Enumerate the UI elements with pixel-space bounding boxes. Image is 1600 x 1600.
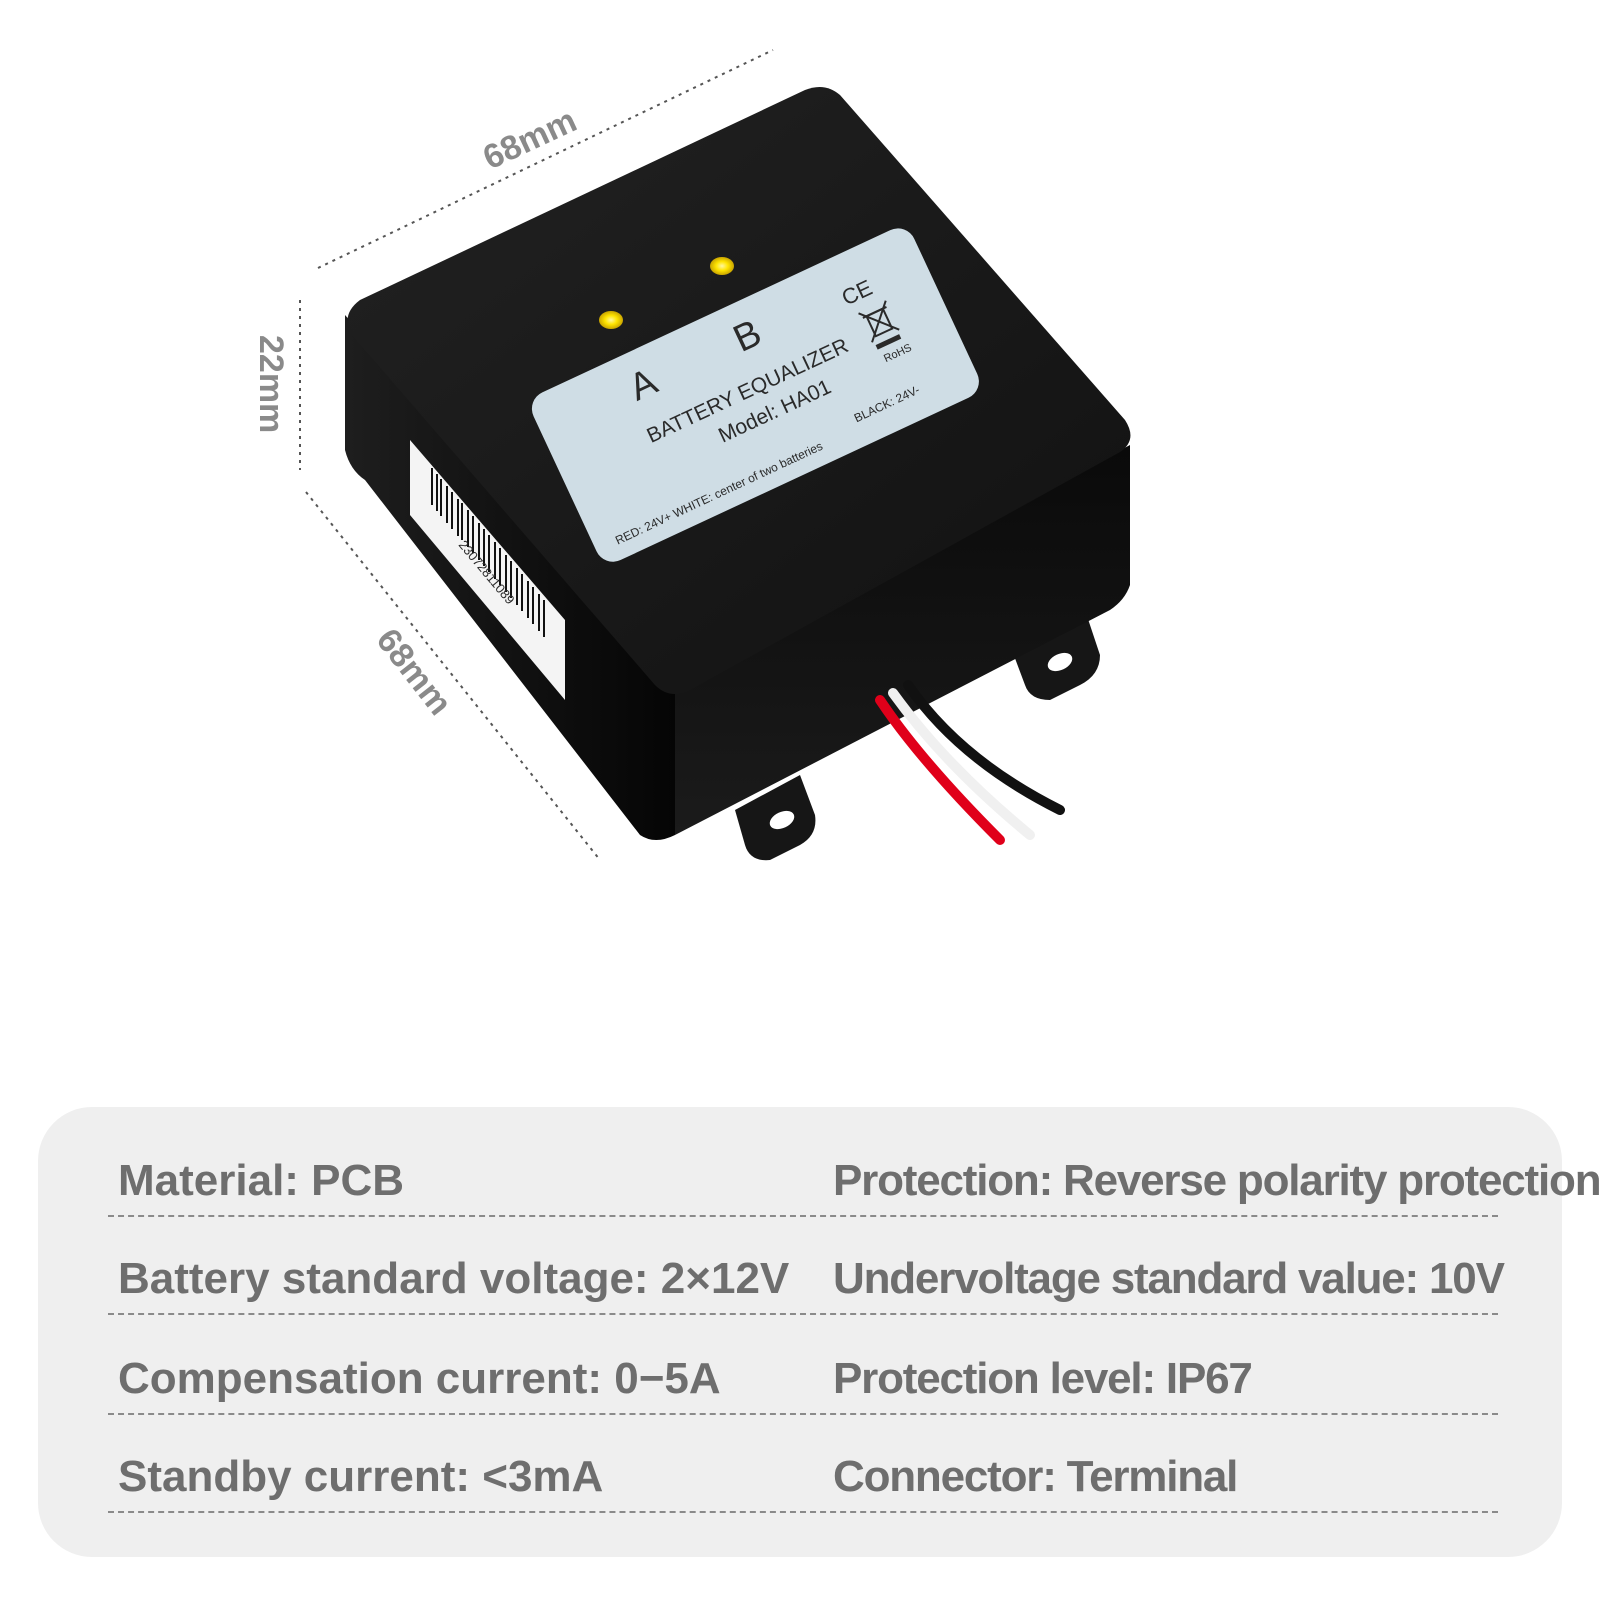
mounting-tab-right	[1010, 610, 1100, 700]
led-a	[599, 311, 623, 329]
led-b	[710, 257, 734, 275]
spec-standby-current: Standby current: <3mA	[118, 1452, 604, 1501]
spec-row: Material: PCB Protection: Reverse polari…	[108, 1155, 1600, 1217]
spec-row: Battery standard voltage: 2×12V Undervol…	[108, 1253, 1505, 1315]
spec-compensation-current: Compensation current: 0−5A	[118, 1354, 721, 1403]
product-label: A B BATTERY EQUALIZER Model: HA01 RED: 2…	[531, 228, 979, 562]
barcode-sticker: 23072811089	[410, 440, 565, 700]
battery-equalizer-device: 23072811089 A B BATTERY EQUALIZER Model:…	[345, 86, 1131, 861]
wire-red	[875, 695, 1005, 845]
spec-material: Material: PCB	[118, 1156, 405, 1205]
wire-black	[903, 680, 1065, 815]
spec-row: Compensation current: 0−5A Protection le…	[108, 1353, 1498, 1415]
wire-white	[888, 688, 1035, 840]
device-front-face	[675, 445, 1130, 835]
spec-row: Standby current: <3mA Connector: Termina…	[108, 1451, 1498, 1513]
spec-protection: Protection: Reverse polarity protection	[833, 1156, 1600, 1205]
spec-battery-voltage: Battery standard voltage: 2×12V	[118, 1254, 790, 1303]
dimension-label-top: 68mm	[477, 101, 582, 177]
dimension-label-side: 68mm	[369, 622, 459, 723]
spec-undervoltage: Undervoltage standard value: 10V	[833, 1254, 1505, 1303]
spec-protection-level: Protection level: IP67	[833, 1354, 1253, 1403]
dimension-line-side	[305, 491, 601, 861]
specifications-panel: Material: PCB Protection: Reverse polari…	[38, 1107, 1600, 1557]
cable-bundle	[875, 680, 1065, 845]
spec-connector: Connector: Terminal	[833, 1452, 1238, 1501]
recycle-bin-crossed-icon	[858, 300, 902, 350]
product-figure: 68mm 22mm 68mm	[252, 49, 1131, 861]
dimension-label-height: 22mm	[252, 335, 290, 433]
